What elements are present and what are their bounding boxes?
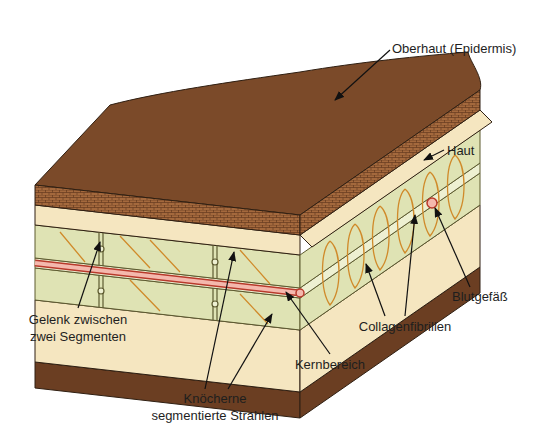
vessel-section — [296, 289, 304, 297]
leader-arrow — [78, 242, 100, 308]
collagen-loop — [348, 224, 365, 288]
collagen-loop — [373, 206, 390, 270]
leader-lines — [78, 50, 470, 389]
collagen-loop — [398, 189, 415, 253]
joint-knot — [212, 301, 218, 307]
joint-knot — [98, 288, 104, 294]
segment-joints — [98, 232, 218, 320]
skin-side — [300, 110, 492, 247]
callout-label: Haut — [447, 142, 507, 159]
callout-label: Knöcherne segmentierte Strahlen — [145, 390, 285, 424]
collagen-loop — [423, 172, 440, 236]
collagen-loop — [448, 155, 465, 219]
epidermis-side — [300, 90, 480, 235]
leader-arrow — [228, 314, 272, 389]
collagen-fibrils — [60, 155, 464, 324]
vessel-lumen — [35, 263, 300, 293]
collagen-loop — [323, 241, 340, 305]
callout-label: Oberhaut (Epidermis) — [392, 40, 547, 57]
joint-knot — [212, 259, 218, 265]
leader-arrow — [405, 215, 415, 316]
callout-label: Collagenfibrillen — [345, 318, 465, 335]
leader-arrow — [286, 292, 330, 354]
leader-arrow — [424, 150, 444, 160]
leader-arrow — [366, 264, 385, 316]
epidermis-front — [35, 185, 300, 235]
leader-arrow — [435, 208, 470, 287]
callout-label: Kernbereich — [285, 356, 375, 373]
collagen-strand — [60, 232, 270, 324]
callout-label: Blutgefäß — [452, 288, 542, 305]
leader-arrow — [335, 50, 390, 100]
vessel-outline — [35, 263, 300, 293]
leader-arrow — [205, 252, 234, 389]
callout-label: Gelenk zwischen zwei Segmenten — [22, 311, 134, 345]
vessel-section — [427, 198, 437, 208]
